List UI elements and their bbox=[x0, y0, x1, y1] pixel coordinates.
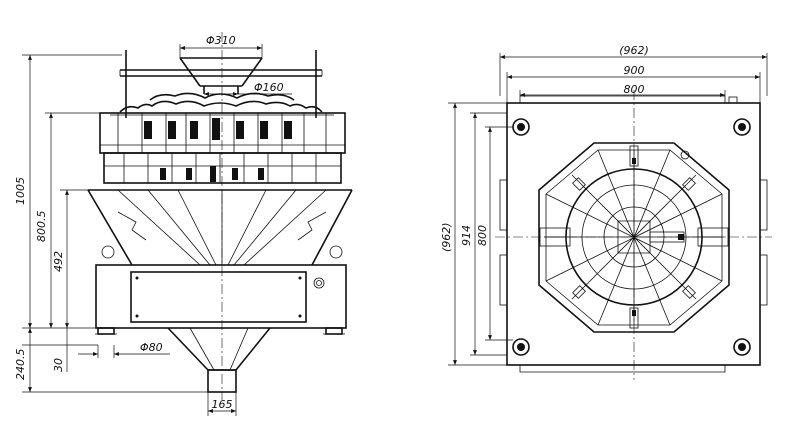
dim-inner-width-label: 800 bbox=[624, 83, 645, 96]
dim-overall-depth-label: (962) bbox=[440, 222, 453, 252]
feet bbox=[95, 327, 345, 335]
dim-top-diameter-label: Φ310 bbox=[206, 34, 236, 47]
dim-top-widths: (962) 900 800 bbox=[499, 44, 768, 103]
corner-bolts bbox=[512, 118, 751, 356]
outer-frame bbox=[506, 102, 761, 366]
front-view: Φ310 Φ160 1005 800.5 492 bbox=[14, 32, 353, 416]
top-funnel bbox=[179, 57, 263, 94]
dim-outlet-width-label: 165 bbox=[212, 398, 233, 411]
feed-hoppers bbox=[99, 112, 346, 154]
dim-foot-diameter: Φ80 bbox=[78, 341, 170, 358]
dim-top-depths: (962) 914 800 bbox=[440, 102, 513, 366]
top-view: (962) 900 800 (962) 914 800 bbox=[440, 44, 772, 380]
dim-foot-diameter-label: Φ80 bbox=[140, 341, 163, 354]
dim-overall-width-label: (962) bbox=[619, 44, 649, 57]
collecting-cone bbox=[87, 189, 353, 266]
dim-total-height-label: 1005 bbox=[14, 177, 27, 205]
top-stand bbox=[119, 50, 323, 118]
dim-heights: 1005 800.5 492 240.5 30 bbox=[14, 54, 208, 393]
dim-collar-diameter-label: Φ160 bbox=[254, 81, 284, 94]
center-square bbox=[617, 220, 651, 254]
dim-outlet-width: 165 bbox=[207, 392, 237, 416]
dim-collar-diameter: Φ160 bbox=[204, 81, 292, 96]
dim-frame-width-label: 900 bbox=[624, 64, 645, 77]
discharge-chute bbox=[167, 327, 271, 393]
dim-inner-depth-label: 800 bbox=[476, 225, 489, 246]
dim-top-diameter: Φ310 bbox=[179, 34, 263, 58]
dim-leg-height-label: 240.5 bbox=[14, 349, 27, 381]
octagon-outer bbox=[538, 142, 730, 333]
weigh-hoppers bbox=[103, 152, 342, 184]
dim-base-height-label: 492 bbox=[52, 251, 65, 272]
base-housing bbox=[95, 264, 347, 329]
dim-frame-height-label: 800.5 bbox=[35, 211, 48, 243]
dim-foot-height-label: 30 bbox=[52, 358, 65, 372]
dim-frame-depth-label: 914 bbox=[460, 225, 473, 246]
